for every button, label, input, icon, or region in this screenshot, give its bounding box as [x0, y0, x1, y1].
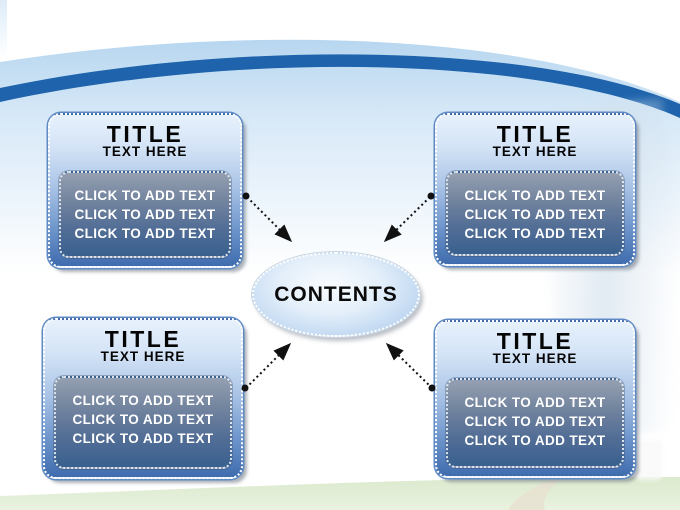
box-subtitle: TEXT HERE: [102, 144, 188, 159]
content-box-top-right[interactable]: TITLE TEXT HERE CLICK TO ADD TEXT CLICK …: [435, 113, 635, 266]
content-box-bottom-right[interactable]: TITLE TEXT HERE CLICK TO ADD TEXT CLICK …: [435, 320, 635, 478]
placeholder-line[interactable]: CLICK TO ADD TEXT: [464, 188, 606, 203]
text-placeholder-panel[interactable]: CLICK TO ADD TEXT CLICK TO ADD TEXT CLIC…: [54, 376, 232, 469]
placeholder-line[interactable]: CLICK TO ADD TEXT: [464, 395, 606, 410]
trail-path: [508, 479, 561, 510]
placeholder-line[interactable]: CLICK TO ADD TEXT: [72, 393, 214, 408]
placeholder-line[interactable]: CLICK TO ADD TEXT: [464, 207, 606, 222]
box-subtitle: TEXT HERE: [100, 349, 186, 364]
text-placeholder-panel[interactable]: CLICK TO ADD TEXT CLICK TO ADD TEXT CLIC…: [59, 171, 231, 258]
placeholder-line[interactable]: CLICK TO ADD TEXT: [74, 188, 216, 203]
text-placeholder-panel[interactable]: CLICK TO ADD TEXT CLICK TO ADD TEXT CLIC…: [446, 171, 624, 256]
box-title: TITLE: [496, 121, 574, 147]
box-title: TITLE: [496, 328, 574, 354]
box-title: TITLE: [106, 121, 184, 147]
box-subtitle: TEXT HERE: [492, 351, 578, 366]
swoosh-dark-arc: [0, 54, 680, 118]
hill-path: [0, 476, 680, 510]
corner-accent: [0, 0, 7, 58]
placeholder-line[interactable]: CLICK TO ADD TEXT: [464, 226, 606, 241]
text-placeholder-panel[interactable]: CLICK TO ADD TEXT CLICK TO ADD TEXT CLIC…: [446, 378, 624, 468]
box-subtitle: TEXT HERE: [492, 144, 578, 159]
box-title: TITLE: [104, 326, 182, 352]
placeholder-line[interactable]: CLICK TO ADD TEXT: [464, 433, 606, 448]
placeholder-line[interactable]: CLICK TO ADD TEXT: [74, 207, 216, 222]
placeholder-line[interactable]: CLICK TO ADD TEXT: [72, 431, 214, 446]
placeholder-line[interactable]: CLICK TO ADD TEXT: [72, 412, 214, 427]
content-box-bottom-left[interactable]: TITLE TEXT HERE CLICK TO ADD TEXT CLICK …: [43, 318, 243, 479]
placeholder-line[interactable]: CLICK TO ADD TEXT: [464, 414, 606, 429]
placeholder-line[interactable]: CLICK TO ADD TEXT: [74, 226, 216, 241]
content-box-top-left[interactable]: TITLE TEXT HERE CLICK TO ADD TEXT CLICK …: [48, 113, 242, 268]
contents-ellipse[interactable]: CONTENTS: [252, 252, 420, 337]
contents-label: CONTENTS: [274, 282, 398, 306]
